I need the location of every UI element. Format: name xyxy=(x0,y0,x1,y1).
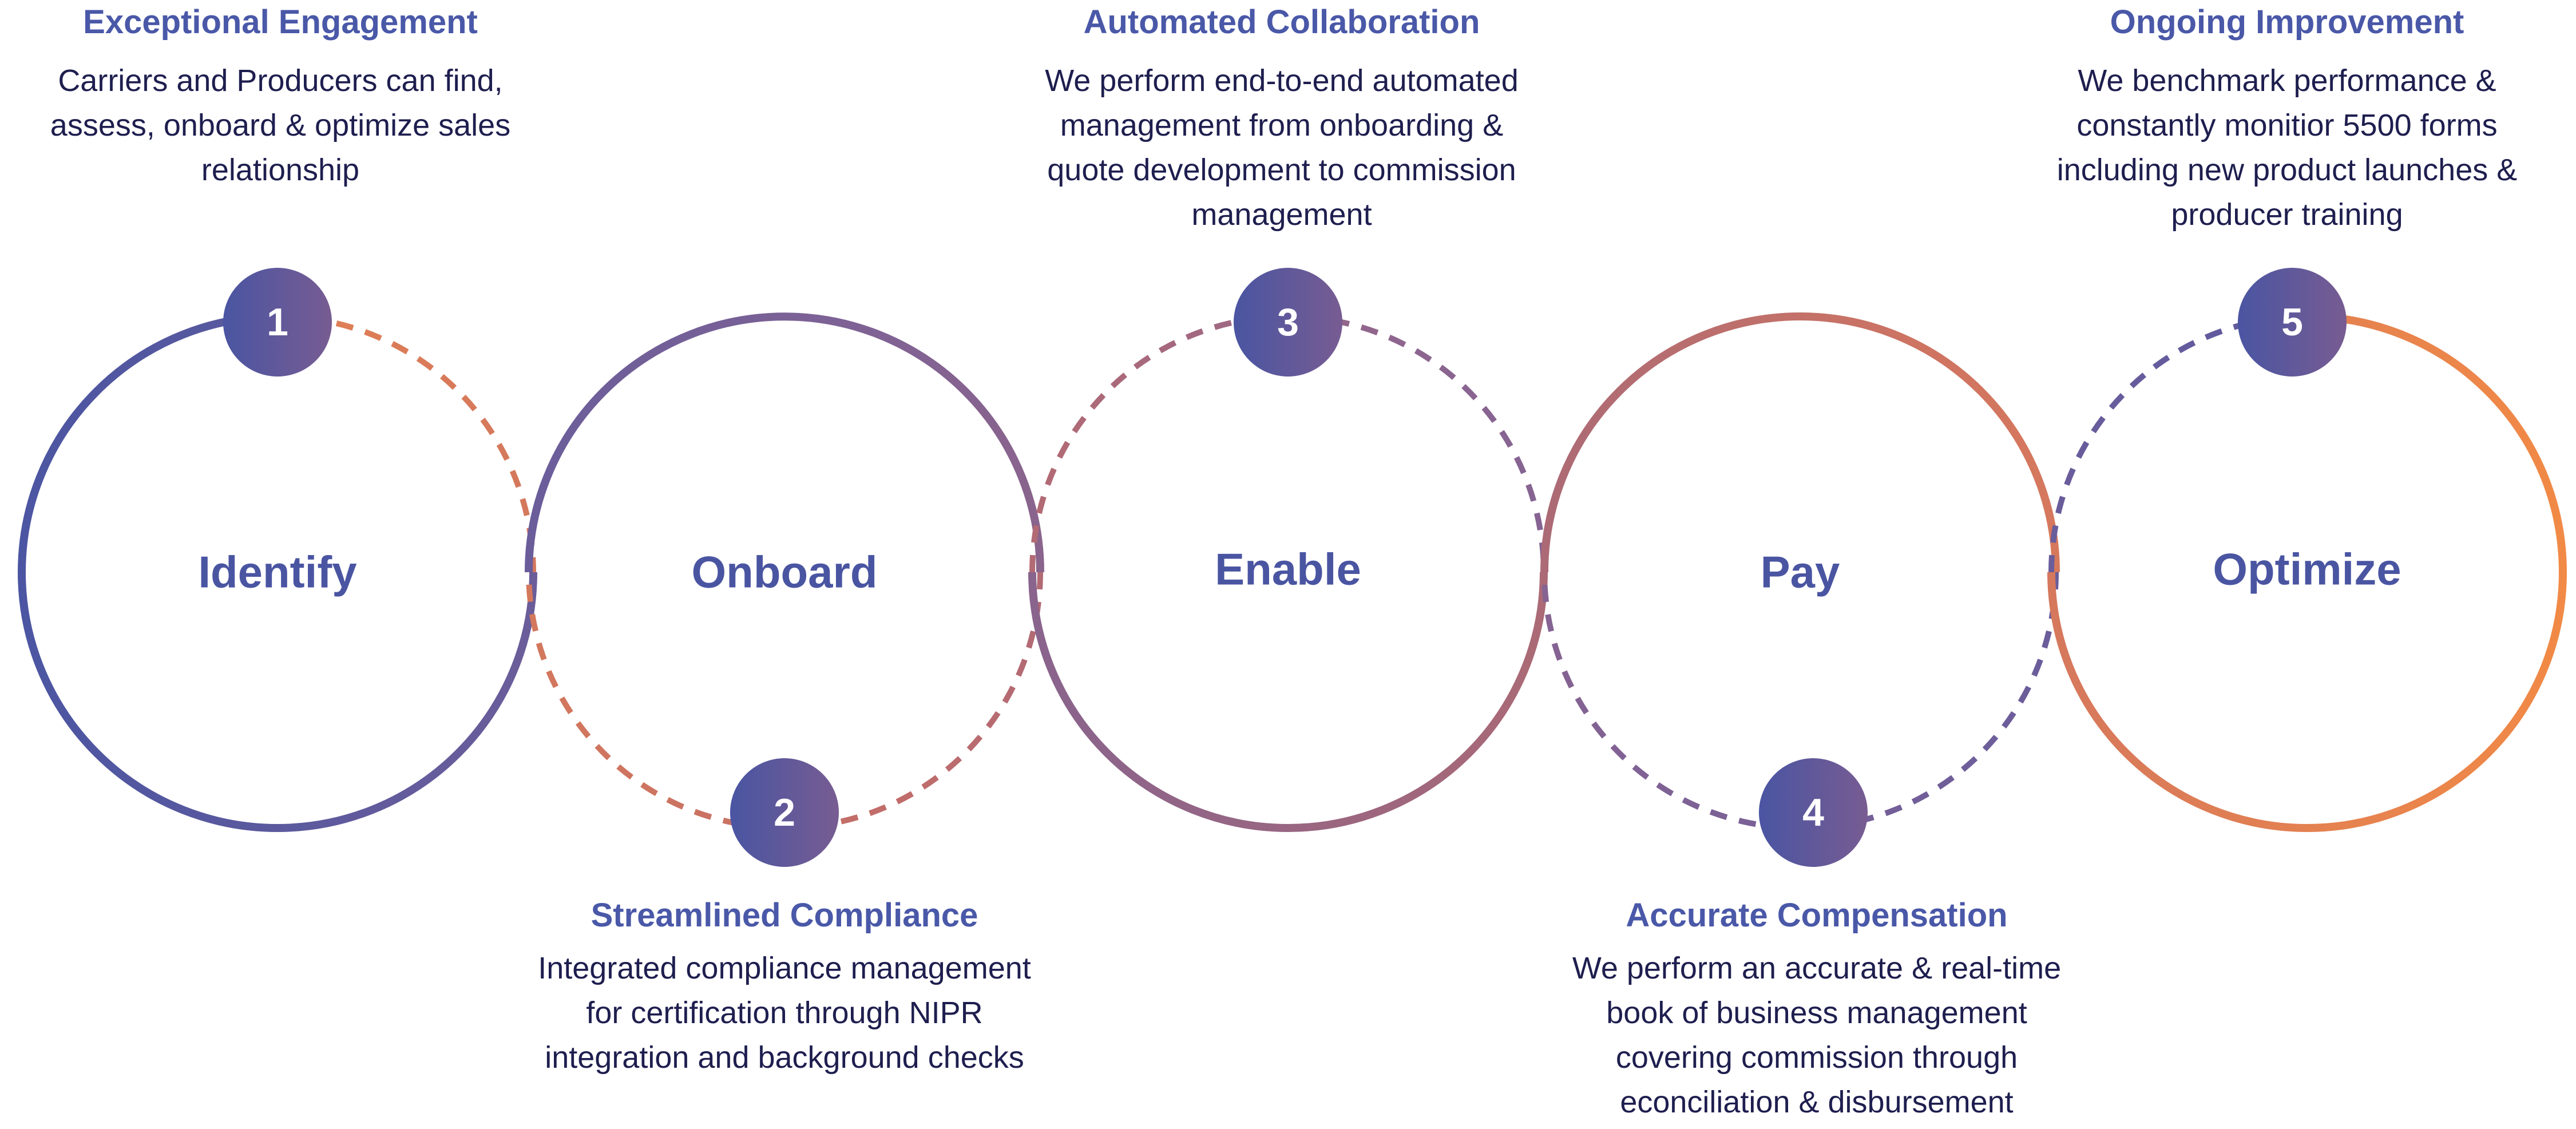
description-line: We perform an accurate & real-time xyxy=(1572,951,2062,985)
description-line: constantly monitior 5500 forms xyxy=(2076,108,2498,142)
badge-5 xyxy=(2238,268,2347,377)
identify-dashed-arc xyxy=(277,314,536,573)
description-line: Integrated compliance management xyxy=(538,951,1031,985)
stage-4-description-block: Accurate Compensation We perform an accu… xyxy=(1502,896,2131,1124)
badge-number-3: 3 xyxy=(1277,300,1299,344)
description-line: econciliation & disbursement xyxy=(1620,1085,2014,1119)
stage-label-pay: Pay xyxy=(1760,546,1840,597)
identify-circle-arc xyxy=(18,312,537,832)
stage-2-description: Integrated compliance management for cer… xyxy=(470,946,1099,1080)
description-line: management from onboarding & xyxy=(1060,108,1504,142)
description-line: management xyxy=(1191,197,1372,232)
stage-label-optimize: Optimize xyxy=(2213,544,2401,595)
stage-1-title: Exceptional Engagement xyxy=(83,3,478,41)
badge-1 xyxy=(223,268,332,377)
stage-3-description-block: Automated Collaboration We perform end-t… xyxy=(967,2,1596,237)
badge-number-4: 4 xyxy=(1802,791,1824,834)
stage-1-description-block: Exceptional Engagement Carriers and Prod… xyxy=(0,2,595,192)
badge-4 xyxy=(1759,758,1868,867)
description-line: for certification through NIPR xyxy=(586,996,983,1030)
description-line: quote development to commission xyxy=(1047,153,1516,187)
pay-circle-arc xyxy=(1540,312,2060,573)
stage-5-title: Ongoing Improvement xyxy=(2110,3,2464,41)
description-line: producer training xyxy=(2171,197,2403,232)
badge-2 xyxy=(730,758,839,867)
badge-number-1: 1 xyxy=(267,300,288,344)
description-line: including new product launches & xyxy=(2056,153,2518,187)
stage-label-identify: Identify xyxy=(198,546,357,597)
stage-2-title: Streamlined Compliance xyxy=(591,897,978,934)
description-line: relationship xyxy=(201,153,360,187)
onboard-circle-arc xyxy=(525,312,1044,573)
description-line: assess, onboard & optimize sales xyxy=(50,108,511,142)
description-line: integration and background checks xyxy=(545,1040,1024,1075)
stage-4-title: Accurate Compensation xyxy=(1626,897,2008,934)
stage-5-description: We benchmark performance & constantly mo… xyxy=(1972,58,2576,237)
stage-3-title: Automated Collaboration xyxy=(1083,3,1480,41)
stage-5-description-block: Ongoing Improvement We benchmark perform… xyxy=(1972,2,2576,237)
optimize-circle-arc xyxy=(2047,312,2567,832)
stage-1-description: Carriers and Producers can find, assess,… xyxy=(0,58,595,192)
description-line: book of business management xyxy=(1606,996,2027,1030)
stage-3-description: We perform end-to-end automated manageme… xyxy=(967,58,1596,237)
enable-circle-arc xyxy=(1028,572,1548,832)
description-line: Carriers and Producers can find, xyxy=(58,64,503,98)
stage-label-enable: Enable xyxy=(1215,544,1361,595)
stage-label-onboard: Onboard xyxy=(691,546,878,597)
badge-number-2: 2 xyxy=(774,791,795,834)
description-line: We perform end-to-end automated xyxy=(1045,64,1519,98)
badge-number-5: 5 xyxy=(2281,300,2303,344)
description-line: We benchmark performance & xyxy=(2078,64,2496,98)
stage-2-description-block: Streamlined Compliance Integrated compli… xyxy=(470,896,1099,1080)
description-line: covering commission through xyxy=(1615,1040,2018,1075)
stage-4-description: We perform an accurate & real-time book … xyxy=(1502,946,2131,1124)
badge-3 xyxy=(1234,268,1342,377)
